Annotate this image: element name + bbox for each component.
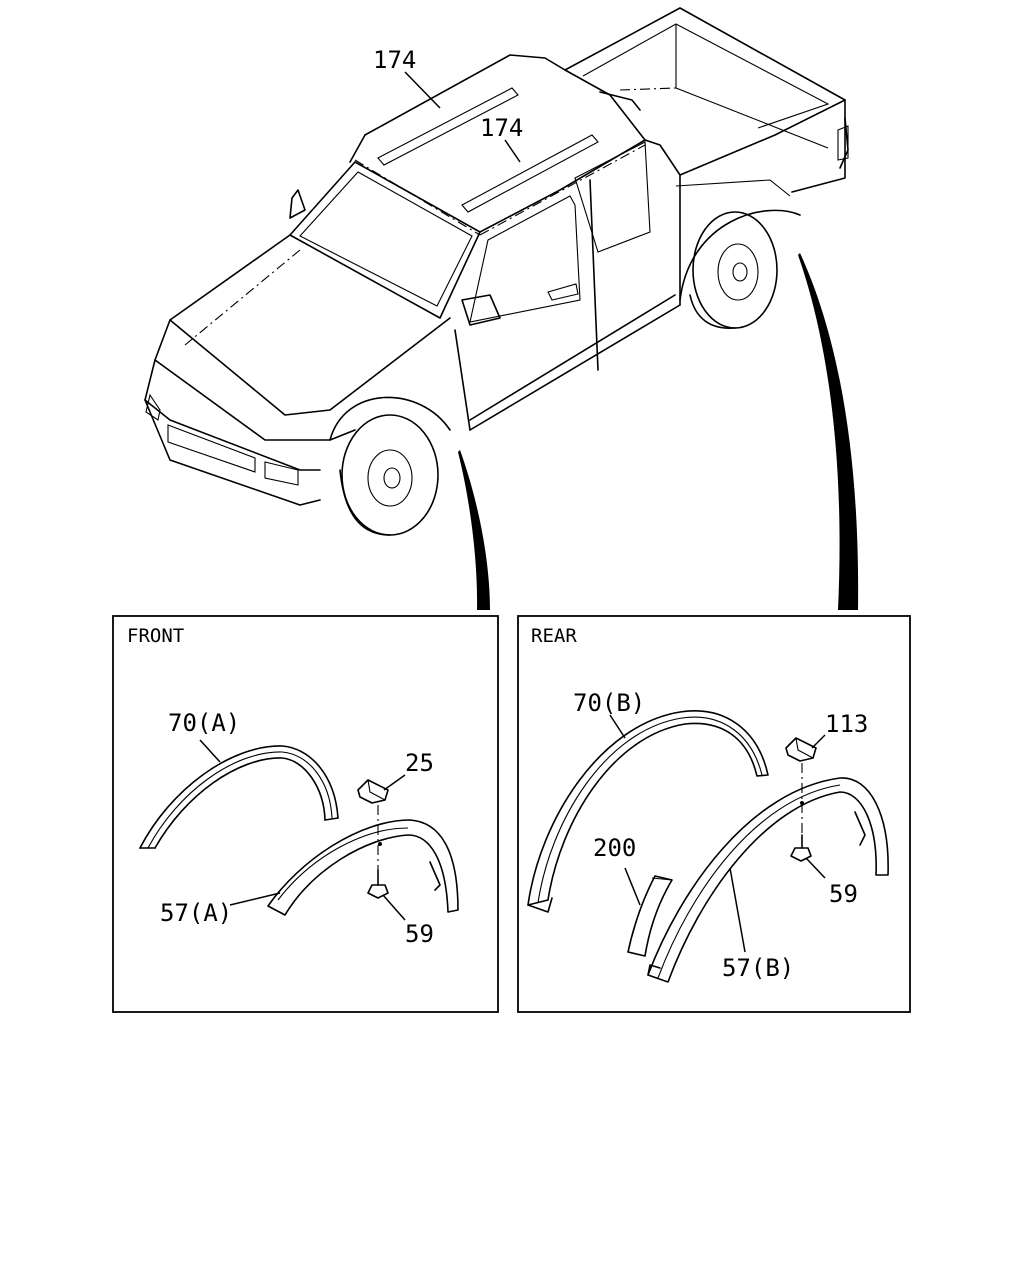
callout-roof-rail-right: 174 (480, 114, 523, 142)
callout-front-clip: 25 (405, 749, 434, 777)
leader-line (729, 867, 746, 953)
leader-line (609, 714, 626, 739)
rear-screw-part (790, 834, 812, 862)
front-fender-flare-part (267, 819, 459, 916)
rear-panel-title: REAR (531, 625, 577, 647)
callout-rear-clip: 113 (825, 710, 868, 738)
front-panel-title: FRONT (127, 625, 184, 647)
leader-line (624, 867, 641, 906)
leader-line (382, 894, 406, 921)
leader-line (504, 139, 521, 163)
callout-front-fender-flare: 57(A) (160, 899, 232, 927)
leader-line (199, 739, 221, 763)
leader-line (229, 892, 281, 906)
leader-line (811, 734, 826, 749)
front-wheel-connector (458, 450, 490, 610)
rear-panel (517, 615, 911, 1013)
pickup-truck-illustration (144, 7, 849, 536)
callout-rear-guard: 200 (593, 834, 636, 862)
callout-roof-rail-left: 174 (373, 46, 416, 74)
callout-rear-fender-flare: 57(B) (722, 954, 794, 982)
callout-front-molding: 70(A) (168, 709, 240, 737)
rear-guard-part (627, 875, 673, 957)
rear-molding-part (527, 710, 769, 913)
callout-rear-molding: 70(B) (573, 689, 645, 717)
callout-rear-screw: 59 (829, 880, 858, 908)
leader-line (404, 71, 441, 109)
rear-clip-part (785, 737, 817, 762)
front-molding-part (139, 745, 339, 849)
leader-line (805, 857, 826, 879)
rear-fender-flare-part (647, 777, 889, 983)
front-clip-part (357, 779, 389, 804)
leader-line (383, 774, 406, 791)
rear-wheel-connector (798, 253, 859, 610)
callout-front-screw: 59 (405, 920, 434, 948)
front-panel (112, 615, 499, 1013)
front-screw-part (367, 869, 389, 899)
